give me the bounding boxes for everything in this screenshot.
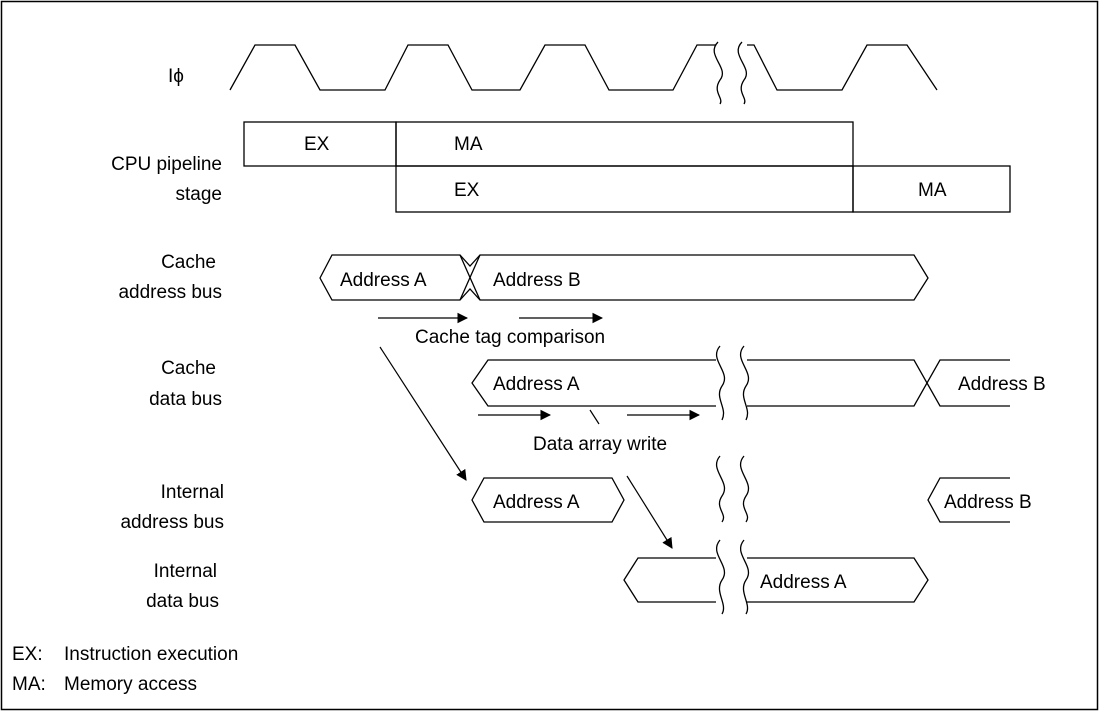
internal-address-break-marker bbox=[716, 455, 749, 523]
internal-data-bus-shape bbox=[623, 557, 929, 603]
pipeline-ma-1: MA bbox=[454, 134, 483, 155]
data-write-annotation: Data array write bbox=[533, 434, 667, 455]
cache-address-label-line2: address bus bbox=[118, 282, 222, 303]
pipeline-boxes bbox=[243, 121, 1011, 213]
cache-address-label-line1: Cache bbox=[161, 252, 216, 273]
legend-ex-abbr: EX: bbox=[12, 644, 43, 665]
internal-data-label-line1: Internal bbox=[154, 561, 217, 582]
internal-data-label-line2: data bus bbox=[146, 591, 219, 612]
causal-arrows bbox=[379, 346, 673, 549]
cache-data-label-line2: data bus bbox=[149, 389, 222, 410]
legend-ma-abbr: MA: bbox=[12, 674, 46, 695]
cache-address-bus-shape bbox=[319, 254, 929, 301]
arrow-to-internal-data bbox=[626, 475, 673, 549]
internal-address-a: Address A bbox=[493, 492, 580, 513]
legend-ex-text: Instruction execution bbox=[64, 644, 238, 665]
cache-data-break-marker bbox=[716, 345, 749, 421]
arrow-to-internal-data-start bbox=[589, 409, 600, 425]
cache-data-a: Address A bbox=[493, 374, 580, 395]
clock-break-marker bbox=[713, 41, 747, 105]
clock-waveform bbox=[229, 44, 938, 91]
internal-data-break-marker bbox=[716, 539, 749, 615]
pipeline-ma-box-2 bbox=[852, 165, 1011, 213]
internal-data-a: Address A bbox=[760, 572, 847, 593]
internal-address-b: Address B bbox=[944, 492, 1032, 513]
legend-ma-text: Memory access bbox=[64, 674, 197, 695]
cache-address-b: Address B bbox=[493, 270, 581, 291]
cache-data-b: Address B bbox=[958, 374, 1046, 395]
cache-data-bus-shape bbox=[471, 359, 1010, 407]
clock-label: Iϕ bbox=[168, 66, 184, 87]
pipeline-ma-2: MA bbox=[918, 180, 947, 201]
pipeline-ex-2: EX bbox=[454, 180, 480, 201]
tag-compare-annotation: Cache tag comparison bbox=[415, 327, 605, 348]
internal-address-label-line1: Internal bbox=[161, 482, 224, 503]
pipeline-label-line1: CPU pipeline bbox=[111, 154, 222, 175]
pipeline-ex-1: EX bbox=[304, 134, 330, 155]
internal-address-bus-shape bbox=[471, 477, 1010, 523]
pipeline-label-line2: stage bbox=[176, 184, 222, 205]
cache-data-label-line1: Cache bbox=[161, 358, 216, 379]
cache-address-a: Address A bbox=[340, 270, 427, 291]
internal-address-label-line2: address bus bbox=[120, 512, 224, 533]
arrow-to-internal-address bbox=[379, 346, 467, 481]
